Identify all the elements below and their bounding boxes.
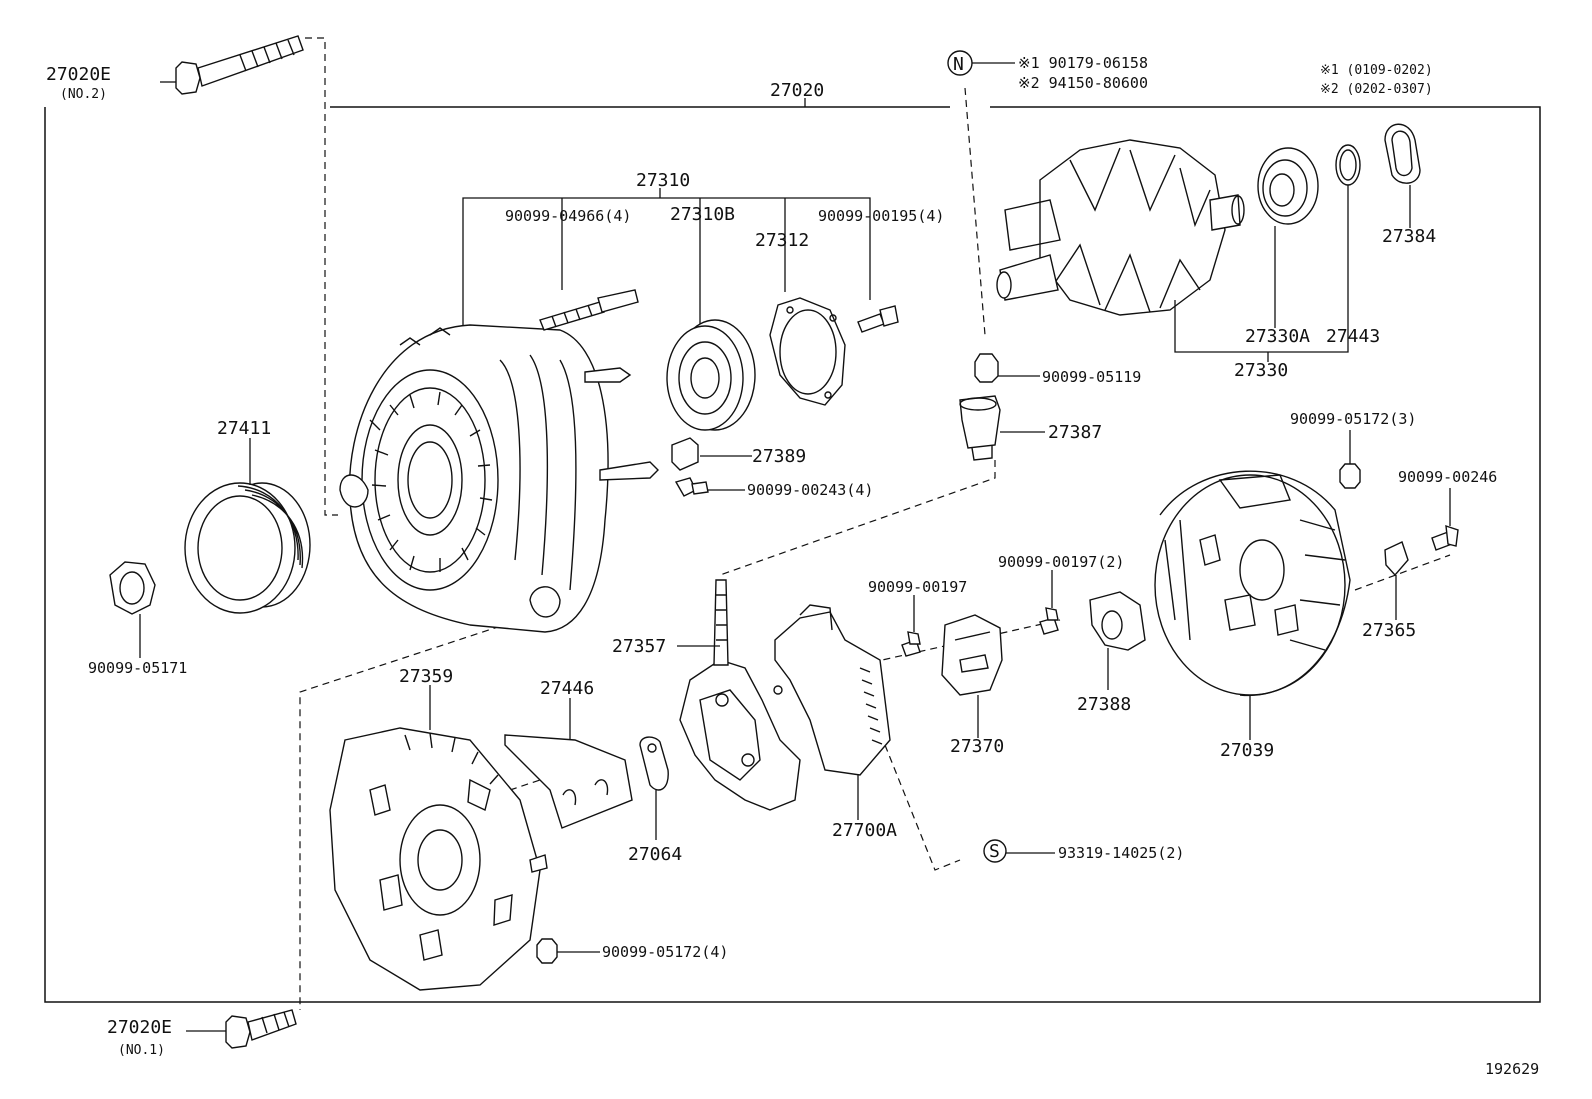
cover-27384 bbox=[1384, 123, 1421, 184]
screw-90099-00243 bbox=[674, 477, 709, 497]
label-93319-14025: 93319-14025(2) bbox=[1058, 844, 1184, 862]
label-27020e-top: 27020E bbox=[46, 64, 111, 85]
screw-90099-00197-2 bbox=[1039, 607, 1059, 635]
legend-line1: ※1 (0109-0202) bbox=[1320, 63, 1433, 78]
label-27330a: 27330A bbox=[1245, 326, 1310, 347]
ring-27443 bbox=[1335, 144, 1361, 186]
note-n-line2: ※2 94150-80600 bbox=[1018, 74, 1148, 92]
cover-27388 bbox=[1089, 591, 1146, 651]
note-circle-s bbox=[983, 839, 1007, 863]
label-27388: 27388 bbox=[1077, 694, 1131, 715]
bearing-27310b bbox=[666, 319, 756, 431]
label-27389: 27389 bbox=[752, 446, 806, 467]
part-27365 bbox=[1384, 541, 1409, 577]
insulator-27389 bbox=[671, 437, 699, 471]
bracket-27310 bbox=[462, 188, 871, 328]
note-s-symbol: S bbox=[989, 841, 1000, 862]
label-27384: 27384 bbox=[1382, 226, 1436, 247]
screw-90099-00246 bbox=[1431, 524, 1459, 551]
label-27359: 27359 bbox=[399, 666, 453, 687]
nut-90099-05171 bbox=[109, 561, 156, 615]
label-27039: 27039 bbox=[1220, 740, 1274, 761]
assembly-frame bbox=[44, 98, 1541, 1003]
nut-90099-05172-3 bbox=[1339, 463, 1361, 489]
label-27020e-bottom-sub: (NO.1) bbox=[118, 1043, 165, 1058]
note-n-symbol: N bbox=[953, 54, 964, 75]
label-90099-05172-4: 90099-05172(4) bbox=[602, 943, 728, 961]
label-27020e-top-sub: (NO.2) bbox=[60, 87, 107, 102]
rear-cover-27359 bbox=[329, 727, 548, 991]
stud-90099-04966 bbox=[539, 289, 639, 331]
retainer-plate-27312 bbox=[769, 297, 846, 406]
label-27387: 27387 bbox=[1048, 422, 1102, 443]
label-27443: 27443 bbox=[1326, 326, 1380, 347]
bracket-27330 bbox=[1174, 185, 1349, 362]
diagram-id: 192629 bbox=[1485, 1060, 1539, 1078]
label-27330: 27330 bbox=[1234, 360, 1288, 381]
label-90099-05172-3: 90099-05172(3) bbox=[1290, 410, 1416, 428]
nut-90099-05119 bbox=[974, 353, 999, 383]
label-27446: 27446 bbox=[540, 678, 594, 699]
label-27310: 27310 bbox=[636, 170, 690, 191]
label-90099-00197: 90099-00197 bbox=[868, 578, 967, 596]
assembly-label: 27020 bbox=[770, 80, 824, 101]
regulator-27700a bbox=[773, 604, 891, 776]
label-90099-00197-2: 90099-00197(2) bbox=[998, 553, 1124, 571]
rear-end-frame-27039 bbox=[1154, 470, 1351, 697]
label-27020e-bottom: 27020E bbox=[107, 1017, 172, 1038]
label-27312: 27312 bbox=[755, 230, 809, 251]
label-90099-04966: 90099-04966(4) bbox=[505, 207, 631, 225]
label-90099-05171: 90099-05171 bbox=[88, 659, 187, 677]
drive-end-frame bbox=[339, 324, 659, 633]
nut-90099-05172-4 bbox=[536, 938, 558, 964]
rotor-27330 bbox=[996, 139, 1245, 316]
label-27310b: 27310B bbox=[670, 204, 735, 225]
brush-holder-27370 bbox=[941, 614, 1003, 696]
legend-line2: ※2 (0202-0307) bbox=[1320, 82, 1433, 97]
plate-27446 bbox=[504, 734, 633, 829]
label-90099-00195: 90099-00195(4) bbox=[818, 207, 944, 225]
bolt-27020e-no1 bbox=[225, 1009, 297, 1049]
screw-90099-00195 bbox=[857, 305, 899, 333]
label-27700a: 27700A bbox=[832, 820, 897, 841]
label-27365: 27365 bbox=[1362, 620, 1416, 641]
label-27370: 27370 bbox=[950, 736, 1004, 757]
insulator-27064 bbox=[639, 736, 669, 791]
label-90099-00246: 90099-00246 bbox=[1398, 468, 1497, 486]
bushing-27387 bbox=[959, 395, 1001, 461]
note-n-line1: ※1 90179-06158 bbox=[1018, 54, 1148, 72]
bearing-27330a bbox=[1257, 147, 1319, 225]
label-27357: 27357 bbox=[612, 636, 666, 657]
rectifier-27357 bbox=[679, 579, 801, 811]
bolt-27020e-no2 bbox=[175, 35, 304, 95]
pulley-27411 bbox=[184, 482, 311, 614]
label-90099-00243: 90099-00243(4) bbox=[747, 481, 873, 499]
label-27064: 27064 bbox=[628, 844, 682, 865]
screw-90099-00197 bbox=[901, 631, 921, 657]
label-90099-05119: 90099-05119 bbox=[1042, 368, 1141, 386]
label-27411: 27411 bbox=[217, 418, 271, 439]
